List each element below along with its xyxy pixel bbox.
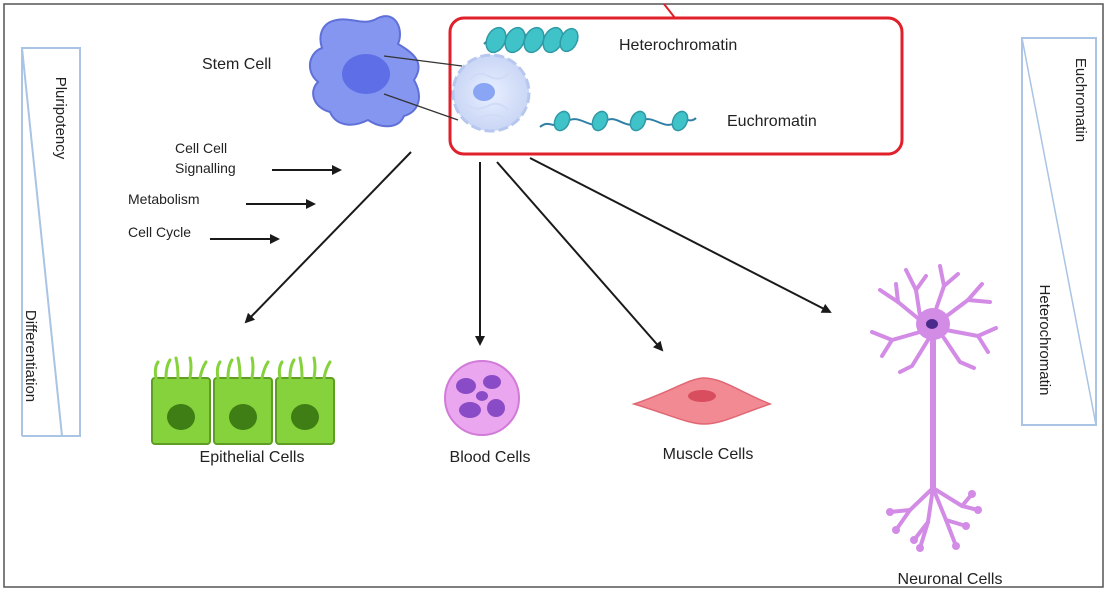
heterochromatin-label: Heterochromatin xyxy=(619,37,737,54)
cell-signalling-label-line1: Cell Cell xyxy=(175,140,227,156)
heterochromatin-nucleosomes-icon xyxy=(483,26,579,54)
blood-cells-label: Blood Cells xyxy=(450,449,531,466)
arrow-to-muscle xyxy=(496,161,664,352)
epithelial-cells-icon xyxy=(151,356,335,445)
figure-frame xyxy=(3,3,1104,588)
muscle-cell-icon xyxy=(631,377,773,425)
right-scale-top-label: Euchromatin xyxy=(1072,58,1089,142)
neuronal-cell-icon xyxy=(870,264,998,552)
arrow-to-epithelial xyxy=(244,151,412,324)
euchromatin-label: Euchromatin xyxy=(727,113,817,130)
chromatin-highlight-box xyxy=(448,16,904,156)
metabolism-label: Metabolism xyxy=(128,191,200,207)
left-scale-top-label: Pluripotency xyxy=(52,77,69,160)
nucleus-icon xyxy=(451,53,531,133)
blood-cell-icon xyxy=(444,360,520,436)
euchromatin-nucleosomes-icon xyxy=(539,110,697,132)
cell-signalling-label-line2: Signalling xyxy=(175,160,236,176)
epithelial-cells-label: Epithelial Cells xyxy=(200,449,305,466)
zoom-line-bottom xyxy=(383,93,459,121)
left-scale-bottom-label: Differentiation xyxy=(22,310,39,402)
cell-cycle-label: Cell Cycle xyxy=(128,224,191,240)
left-scale-bar: Pluripotency Differentiation xyxy=(20,47,81,437)
zoom-line-top xyxy=(383,55,463,67)
right-scale-bar: Euchromatin Heterochromatin xyxy=(1021,37,1097,426)
right-scale-bottom-label: Heterochromatin xyxy=(1036,285,1053,396)
stem-cell-label: Stem Cell xyxy=(202,56,271,73)
neuronal-cells-label: Neuronal Cells xyxy=(898,571,1003,588)
arrow-to-neuronal xyxy=(529,157,832,313)
stem-cell-icon xyxy=(308,15,420,128)
muscle-cells-label: Muscle Cells xyxy=(663,446,754,463)
highlight-connector xyxy=(663,3,676,19)
